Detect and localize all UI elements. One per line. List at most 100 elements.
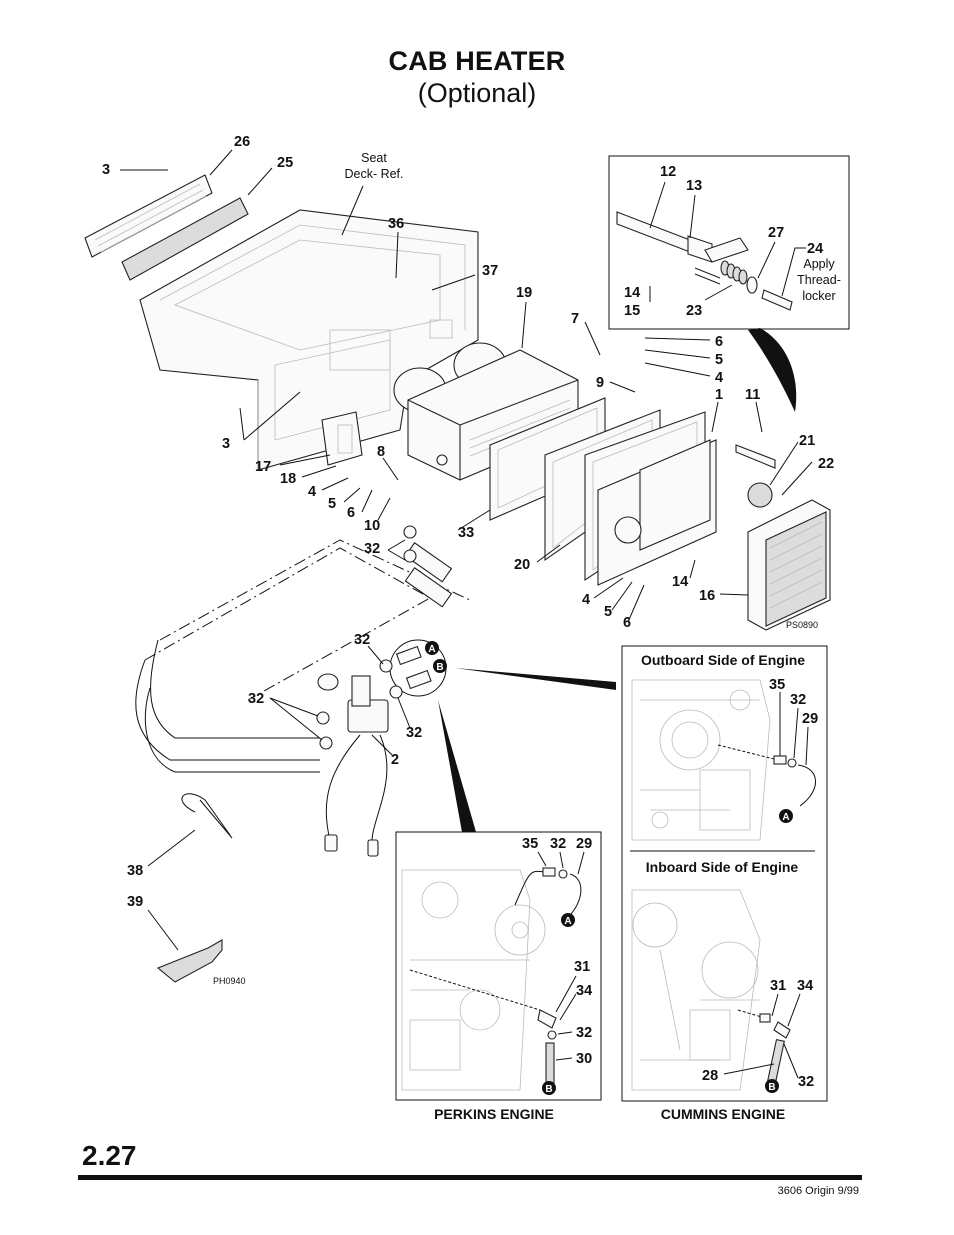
inboard-header: Inboard Side of Engine — [646, 859, 799, 875]
hose-routing — [135, 539, 471, 773]
marker-b-cummins: B — [765, 1079, 779, 1093]
note-seat-deck-2: Deck- Ref. — [344, 167, 403, 181]
callout: 2 — [391, 752, 399, 768]
callout: 32 — [798, 1074, 814, 1090]
callout: 36 — [388, 216, 404, 232]
svg-text:A: A — [564, 916, 571, 927]
spring-23 — [720, 260, 748, 285]
callout: 6 — [715, 334, 723, 350]
callout: 19 — [516, 285, 532, 301]
callout: 4 — [308, 484, 316, 500]
callout: 24 — [807, 241, 823, 257]
callout-numbers: 26 3 25 36 37 19 12 13 27 24 14 15 23 7 … — [102, 134, 834, 1090]
svg-text:B: B — [436, 662, 443, 673]
callout: 26 — [234, 134, 250, 150]
callout: 35 — [769, 677, 785, 693]
detail-inset-box — [608, 155, 850, 330]
callout: 5 — [328, 496, 336, 512]
footer-text: 3606 Origin 9/99 — [777, 1185, 859, 1197]
callout: 28 — [702, 1068, 718, 1084]
threadlocker-tube-39 — [156, 939, 223, 983]
svg-text:B: B — [545, 1084, 552, 1095]
cummins-label: CUMMINS ENGINE — [661, 1106, 785, 1122]
callout: 14 — [624, 285, 640, 301]
leader-wedge-perkins — [438, 700, 476, 832]
cable-tie-38 — [181, 793, 233, 839]
callout: 25 — [277, 155, 293, 171]
page-subtitle: (Optional) — [417, 78, 537, 108]
marker-b-main: B — [433, 659, 447, 673]
leader-wedge-detail — [748, 328, 797, 412]
marker-b-perkins: B — [542, 1081, 556, 1095]
callout: 8 — [377, 444, 385, 460]
footer-rule — [78, 1175, 862, 1180]
svg-text:A: A — [428, 644, 435, 655]
callout: 32 — [550, 836, 566, 852]
callout: 9 — [596, 375, 604, 391]
callout: 11 — [745, 387, 760, 403]
callout: 4 — [582, 592, 590, 608]
callout: 20 — [514, 557, 530, 573]
note-apply-2: Thread- — [797, 273, 841, 287]
callout: 23 — [686, 303, 702, 319]
callout: 27 — [768, 225, 784, 241]
outboard-header: Outboard Side of Engine — [641, 652, 805, 668]
callout: 35 — [522, 836, 538, 852]
inboard-engine-illustration — [631, 889, 761, 1091]
leader-wedge-outboard — [455, 668, 616, 690]
callout: 13 — [686, 178, 702, 194]
callout: 29 — [576, 836, 592, 852]
note-seat-deck-1: Seat — [361, 151, 387, 165]
fittings-ab-detail — [316, 525, 447, 750]
callout: 32 — [364, 541, 380, 557]
marker-a-main: A — [425, 641, 439, 655]
callout: 39 — [127, 894, 143, 910]
filter-25 — [121, 197, 249, 281]
grille-26 — [84, 174, 213, 258]
callout: 4 — [715, 370, 723, 386]
outboard-engine-illustration — [631, 679, 771, 841]
note-apply-1: Apply — [803, 257, 835, 271]
note-apply-3: locker — [802, 289, 835, 303]
callout: 18 — [280, 471, 296, 487]
callout: 14 — [672, 574, 688, 590]
valve-assembly-2 — [317, 673, 389, 857]
svg-text:B: B — [768, 1082, 775, 1093]
callout: 17 — [255, 459, 271, 475]
callout: 3 — [222, 436, 230, 452]
callout: 32 — [354, 632, 370, 648]
callout: 3 — [102, 162, 110, 178]
figure-code-main: PS0890 — [786, 620, 818, 630]
perkins-inset-box — [395, 831, 602, 1101]
perkins-engine-illustration — [401, 869, 546, 1091]
page-title: CAB HEATER — [388, 46, 566, 76]
filter-16 — [747, 499, 831, 631]
callout: 32 — [790, 692, 806, 708]
callout: 38 — [127, 863, 143, 879]
page-number: 2.27 — [82, 1140, 137, 1171]
callout: 12 — [660, 164, 676, 180]
callout: 29 — [802, 711, 818, 727]
outboard-inset-box — [621, 645, 828, 1102]
callout: 22 — [818, 456, 834, 472]
callout: 16 — [699, 588, 715, 604]
callout: 5 — [715, 352, 723, 368]
callout: 32 — [248, 691, 264, 707]
callout: 15 — [624, 303, 640, 319]
callout: 31 — [770, 978, 786, 994]
callout: 34 — [576, 983, 592, 999]
callout: 32 — [576, 1025, 592, 1041]
perkins-label: PERKINS ENGINE — [434, 1106, 554, 1122]
callout: 7 — [571, 311, 579, 327]
marker-a-outboard: A — [779, 809, 793, 823]
marker-a-perkins: A — [561, 913, 575, 927]
figure-code-sub: PH0940 — [213, 976, 246, 986]
callout: 34 — [797, 978, 813, 994]
callout: 6 — [623, 615, 631, 631]
callout: 32 — [406, 725, 422, 741]
callout: 30 — [576, 1051, 592, 1067]
callout: 1 — [715, 387, 723, 403]
plenum-assembly — [597, 439, 776, 586]
callout: 37 — [482, 263, 498, 279]
